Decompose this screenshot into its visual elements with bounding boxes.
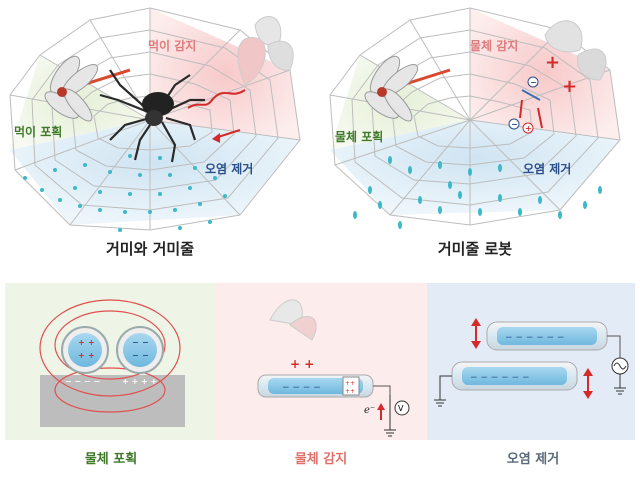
water-drops-right	[353, 156, 602, 229]
label-contam-remove-right: 오염 제거	[523, 162, 572, 176]
svg-text:−: −	[142, 338, 149, 347]
label-prey-capture: 먹이 포획	[14, 125, 63, 139]
butterfly-icon-right	[544, 20, 607, 81]
svg-text:++: ++	[345, 388, 355, 395]
svg-text:−: −	[511, 120, 518, 129]
svg-text:++: ++	[345, 380, 355, 387]
svg-text:+: +	[545, 52, 560, 73]
web-left	[9, 7, 301, 232]
svg-text:+: +	[88, 351, 95, 360]
svg-text:−: −	[132, 338, 139, 347]
web-right	[329, 7, 621, 229]
svg-text:V: V	[398, 404, 404, 413]
svg-text:+: +	[88, 338, 95, 347]
svg-text:− − − − − −: − − − − − −	[505, 333, 565, 343]
svg-text:−: −	[132, 351, 139, 360]
svg-text:+: +	[78, 338, 85, 347]
svg-text:− − − − − −: − − − − − −	[470, 373, 530, 383]
caption-web-robot: 거미줄 로봇	[437, 240, 513, 258]
panel-bg-sense	[215, 283, 427, 440]
caption-object-capture: 물체 포획	[84, 452, 138, 467]
remove-diagram: − − − − − − − − − − − −	[434, 318, 629, 407]
spider-icon	[99, 69, 205, 163]
dust-dots-left	[23, 154, 227, 232]
vibration-signal	[187, 89, 246, 109]
svg-text:+: +	[78, 351, 85, 360]
caption-object-sense: 물체 감지	[294, 452, 348, 467]
svg-text:− − − −: − − − −	[65, 377, 100, 386]
svg-text:− − − −: − − − −	[282, 383, 321, 393]
svg-text:+: +	[525, 124, 532, 133]
charges-right: + + − − +	[508, 52, 577, 134]
label-object-sense: 물체 감지	[470, 39, 519, 53]
sense-diagram: + + − − − − ++++ V	[257, 299, 410, 437]
label-object-capture: 물체 포획	[335, 130, 384, 144]
svg-text:+ +: + +	[290, 357, 314, 371]
caption-spider-web: 거미와 거미줄	[105, 240, 195, 258]
label-prey-sense: 먹이 감지	[148, 39, 197, 53]
label-contam-remove-left: 오염 제거	[205, 162, 254, 176]
butterfly-icon	[237, 16, 294, 86]
capture-diagram: ++ ++ −− −− − − − − + + + +	[39, 299, 185, 427]
dragonfly-icon-right	[364, 55, 451, 122]
svg-text:−: −	[530, 78, 537, 87]
electron-label: e⁻	[364, 405, 375, 416]
svg-text:+: +	[562, 76, 577, 97]
caption-contam-remove: 오염 제거	[506, 452, 560, 467]
svg-text:−: −	[142, 351, 149, 360]
svg-text:+ + + +: + + + +	[122, 377, 157, 386]
dragonfly-icon	[44, 55, 131, 122]
